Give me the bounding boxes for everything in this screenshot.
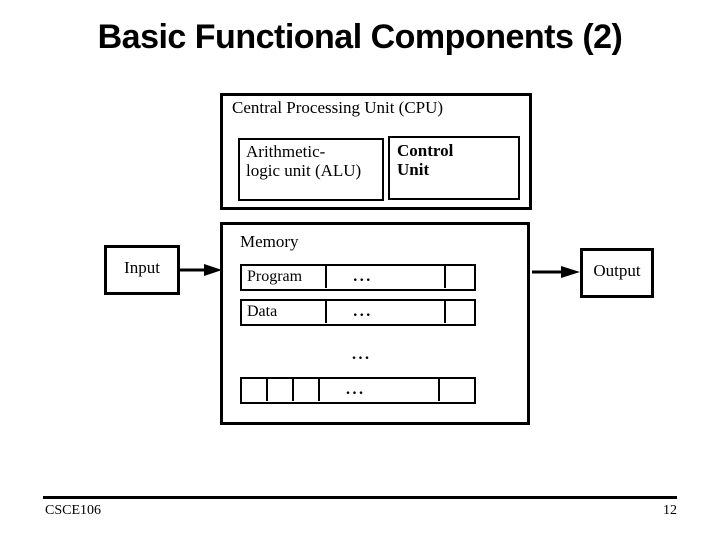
arrow-right-icon — [532, 266, 580, 278]
control-unit-label: Control Unit — [397, 141, 453, 179]
memory-cell-empty — [446, 265, 474, 288]
cpu-label: Central Processing Unit (CPU) — [232, 98, 444, 117]
page-title: Basic Functional Components (2) — [97, 18, 623, 56]
alu-label-line1: Arithmetic- — [246, 142, 326, 161]
output-box — [580, 248, 654, 298]
control-unit-box — [388, 136, 520, 200]
input-label: Input — [124, 258, 160, 277]
memory-cell-empty — [440, 378, 468, 401]
memory-row-bottom: ... — [240, 377, 476, 404]
control-unit-label-line2: Unit — [397, 160, 430, 180]
memory-row-program: Program ... — [240, 264, 476, 291]
output-label: Output — [593, 261, 641, 280]
memory-cell-empty — [294, 378, 320, 401]
memory-cell-label: Program — [242, 265, 328, 288]
memory-cell-empty — [268, 378, 294, 401]
memory-cell-ellipsis: ... — [327, 265, 447, 288]
footer-divider — [43, 496, 677, 499]
footer-page-number: 12 — [663, 503, 677, 518]
arrow-right-icon — [180, 264, 222, 276]
memory-cell-label: Data — [242, 300, 328, 323]
memory-cell-ellipsis: ... — [320, 378, 440, 401]
memory-label: Memory — [240, 232, 299, 251]
alu-box — [238, 138, 384, 201]
memory-row-data: Data ... — [240, 299, 476, 326]
memory-cell-ellipsis: ... — [327, 300, 447, 323]
control-unit-label-line1: Control — [397, 141, 454, 160]
functional-components-diagram: Central Processing Unit (CPU) Arithmetic… — [104, 93, 654, 425]
input-box — [104, 245, 180, 295]
memory-cell-empty — [446, 300, 474, 323]
alu-label: Arithmetic- logic unit (ALU) — [246, 142, 361, 180]
alu-label-line2: logic unit (ALU) — [246, 161, 362, 181]
memory-gap-ellipsis: ... — [352, 346, 372, 363]
memory-cell-empty — [242, 378, 268, 401]
footer-course-code: CSCE106 — [45, 503, 102, 518]
